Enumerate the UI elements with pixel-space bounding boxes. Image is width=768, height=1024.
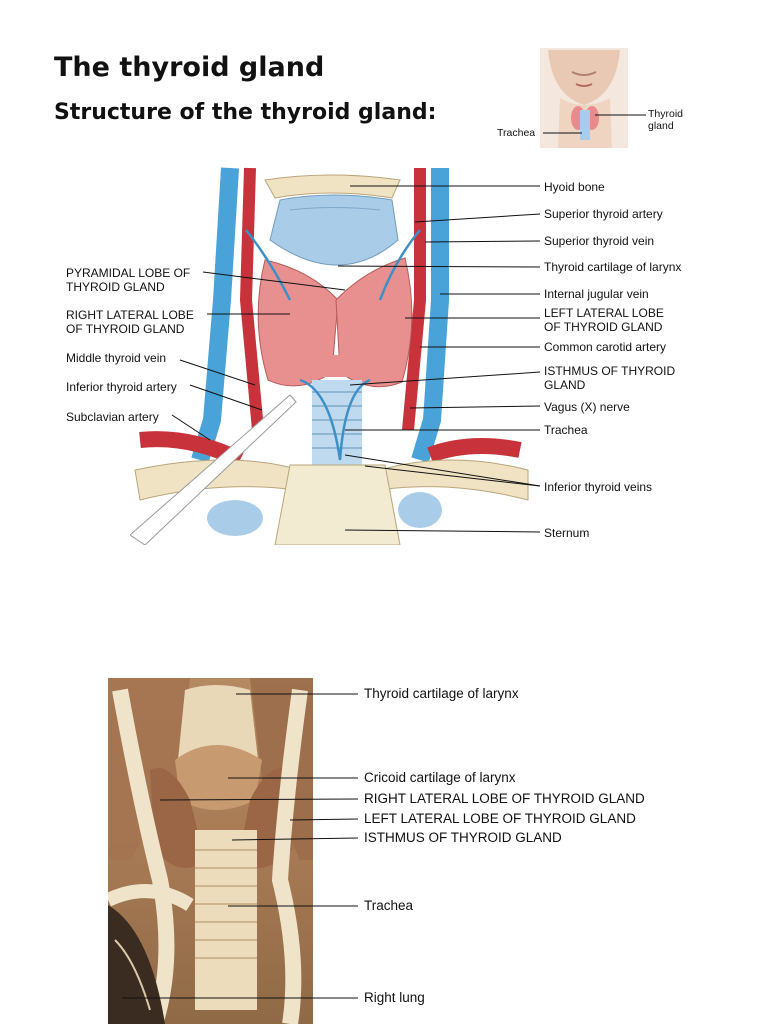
label-line: LEFT LATERAL LOBE bbox=[544, 306, 664, 320]
page-subtitle: Structure of the thyroid gland: bbox=[54, 100, 437, 125]
label-right-lateral-lobe: RIGHT LATERAL LOBE OF THYROID GLAND bbox=[66, 308, 194, 336]
label-left-lateral-lobe: LEFT LATERAL LOBE OF THYROID GLAND bbox=[544, 306, 664, 334]
label-line: OF THYROID GLAND bbox=[66, 322, 185, 336]
label-line: OF THYROID GLAND bbox=[544, 320, 663, 334]
photo-label-right-lung: Right lung bbox=[364, 990, 425, 1005]
page-title: The thyroid gland bbox=[54, 52, 325, 83]
label-pyramidal-lobe: PYRAMIDAL LOBE OF THYROID GLAND bbox=[66, 266, 190, 294]
label-line: THYROID GLAND bbox=[66, 280, 165, 294]
label-line: RIGHT LATERAL LOBE bbox=[66, 308, 194, 322]
label-internal-jugular-vein: Internal jugular vein bbox=[544, 287, 649, 301]
label-line: ISTHMUS OF THYROID bbox=[544, 364, 676, 378]
label-superior-thyroid-vein: Superior thyroid vein bbox=[544, 234, 655, 248]
label-line: PYRAMIDAL LOBE OF bbox=[66, 266, 191, 280]
photo-label-cricoid-cartilage: Cricoid cartilage of larynx bbox=[364, 770, 516, 785]
label-subclavian-artery: Subclavian artery bbox=[66, 410, 159, 424]
photo-label-thyroid-cartilage: Thyroid cartilage of larynx bbox=[364, 686, 519, 701]
label-sternum: Sternum bbox=[544, 526, 590, 540]
thumbnail-label-trachea: Trachea bbox=[497, 127, 536, 139]
label-isthmus: ISTHMUS OF THYROID GLAND bbox=[544, 364, 675, 392]
photo-label-right-lateral-lobe: RIGHT LATERAL LOBE OF THYROID GLAND bbox=[364, 791, 645, 806]
thumbnail-label-line: Thyroid bbox=[648, 108, 684, 120]
label-inferior-thyroid-artery: Inferior thyroid artery bbox=[66, 380, 177, 394]
label-superior-thyroid-artery: Superior thyroid artery bbox=[544, 207, 663, 221]
label-inferior-thyroid-veins: Inferior thyroid veins bbox=[544, 480, 653, 494]
photo-label-trachea: Trachea bbox=[364, 898, 414, 913]
label-middle-thyroid-vein: Middle thyroid vein bbox=[66, 351, 167, 365]
thumbnail-label-line: gland bbox=[648, 120, 674, 132]
label-line: GLAND bbox=[544, 378, 586, 392]
photo-label-isthmus: ISTHMUS OF THYROID GLAND bbox=[364, 830, 562, 845]
label-trachea-diagram: Trachea bbox=[544, 423, 588, 437]
label-vagus-nerve: Vagus (X) nerve bbox=[544, 400, 630, 414]
label-thyroid-cartilage: Thyroid cartilage of larynx bbox=[544, 260, 682, 274]
label-hyoid-bone: Hyoid bone bbox=[544, 180, 605, 194]
photo-label-left-lateral-lobe: LEFT LATERAL LOBE OF THYROID GLAND bbox=[364, 811, 636, 826]
label-common-carotid-artery: Common carotid artery bbox=[544, 340, 667, 354]
thumbnail-label-thyroid-gland: Thyroid gland bbox=[648, 108, 683, 132]
